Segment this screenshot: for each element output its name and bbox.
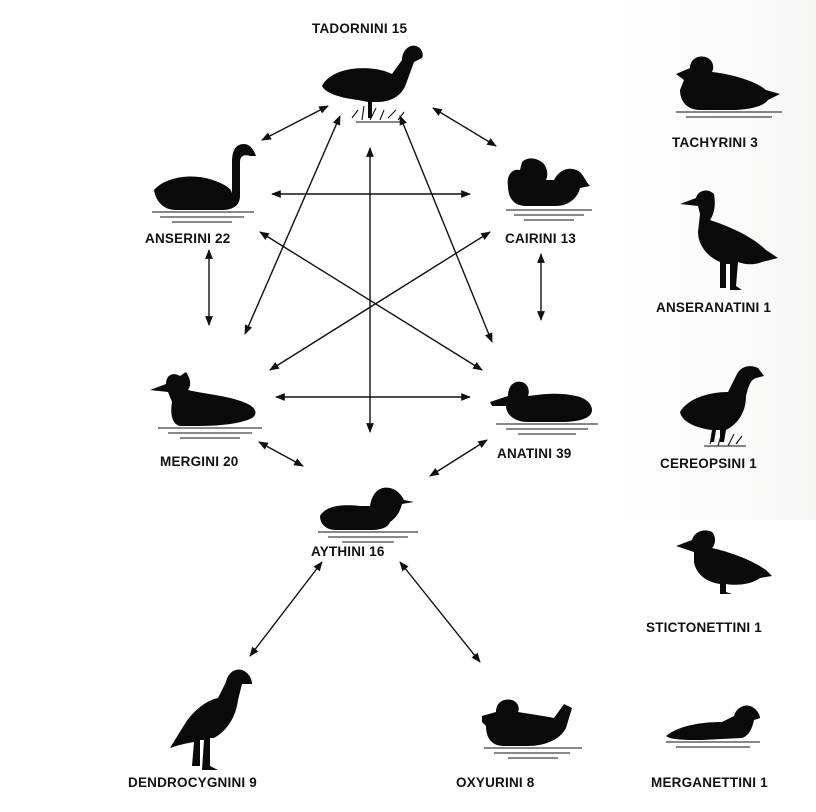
tachyrini-label: TACHYRINI 3	[672, 135, 758, 150]
anatini-bird-icon	[490, 381, 598, 435]
merganettini-bird-icon	[666, 705, 760, 748]
tadornini-bird-icon	[322, 45, 423, 123]
dendrocygnini-label: DENDROCYGNINI 9	[128, 775, 257, 790]
anserini-bird-icon	[152, 144, 256, 223]
arrow-anserini-anatini	[259, 231, 483, 371]
arrow-cairini-mergini	[269, 231, 491, 371]
anserini-label: ANSERINI 22	[145, 231, 230, 246]
arrow-anatini-aythini	[429, 439, 488, 477]
arrow-tadornini-cairini	[432, 107, 497, 147]
arrow-aythini-dendrocygnini	[249, 561, 323, 657]
mergini-bird-icon	[150, 372, 262, 439]
merganettini-label: MERGANETTINI 1	[651, 775, 768, 790]
arrow-mergini-aythini	[258, 441, 304, 467]
aythini-bird-icon	[318, 487, 418, 543]
mergini-label: MERGINI 20	[160, 454, 239, 469]
oxyurini-label: OXYURINI 8	[456, 775, 535, 790]
tadornini-label: TADORNINI 15	[312, 21, 407, 36]
cereopsini-bird-icon	[680, 366, 764, 447]
oxyurini-bird-icon	[482, 699, 582, 759]
dendrocygnini-bird-icon	[170, 669, 252, 770]
anatini-label: ANATINI 39	[497, 446, 572, 461]
cairini-label: CAIRINI 13	[505, 231, 576, 246]
connection-arrows	[205, 105, 545, 663]
anseranatini-label: ANSERANATINI 1	[656, 300, 771, 315]
aythini-label: AYTHINI 16	[311, 544, 385, 559]
tachyrini-bird-icon	[676, 56, 782, 118]
arrow-tadornini-anserini	[261, 105, 329, 141]
anseranatini-bird-icon	[680, 190, 778, 290]
stictonettini-label: STICTONETTINI 1	[646, 620, 762, 635]
stictonettini-bird-icon	[676, 530, 772, 594]
cereopsini-label: CEREOPSINI 1	[660, 456, 757, 471]
cairini-bird-icon	[506, 158, 592, 221]
arrow-tadornini-mergini	[244, 115, 341, 335]
arrow-aythini-oxyurini	[399, 561, 481, 663]
arrow-tadornini-anatini	[399, 115, 493, 343]
